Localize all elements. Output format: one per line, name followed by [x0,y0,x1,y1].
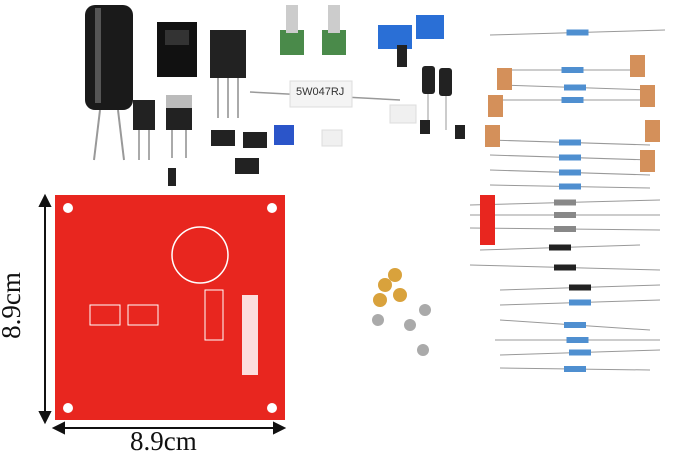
tape-strip [640,150,655,172]
tape-strip [497,68,512,90]
tape-strip [488,95,503,117]
component-body [549,244,571,251]
pcb-board [55,195,285,420]
terminal-blocks [378,15,444,49]
tape-strip [640,85,655,107]
power-resistor [249,80,401,108]
component-body [559,154,581,161]
power-resistor-marking: 5W047RJ [296,86,345,98]
component-body [564,84,586,91]
power-transistor [210,30,246,118]
component-body [554,212,576,218]
width-dimension-label: 8.9cm [130,426,197,456]
component-body [559,183,581,190]
component-body [564,322,586,328]
component-body [561,97,584,103]
component-body [554,264,576,271]
tape-strip [645,120,660,142]
resistors-and-diodes [469,29,666,372]
component-body [564,366,586,372]
heatsink [157,22,197,77]
voltage-regulators [133,95,192,186]
dimension-arrows [38,193,287,435]
height-dimension-label: 8.9cm [0,272,26,339]
component-body [569,299,591,306]
component-body [559,139,581,146]
small-electrolytic-capacitors [397,45,452,130]
component-body [569,349,591,356]
screws-and-nuts [372,304,431,356]
diode-tape-strip [480,195,495,245]
component-body [566,29,589,36]
potentiometers [280,5,346,55]
component-body [569,284,591,291]
integrated-circuits [211,104,465,174]
component-body [561,67,584,73]
ceramic-capacitors [373,268,407,307]
component-body [566,337,589,343]
large-electrolytic-capacitor [85,5,133,161]
tape-strip [630,55,645,77]
component-body [554,199,576,206]
tape-strip [485,125,500,147]
component-body [559,169,581,176]
component-body [554,226,576,232]
